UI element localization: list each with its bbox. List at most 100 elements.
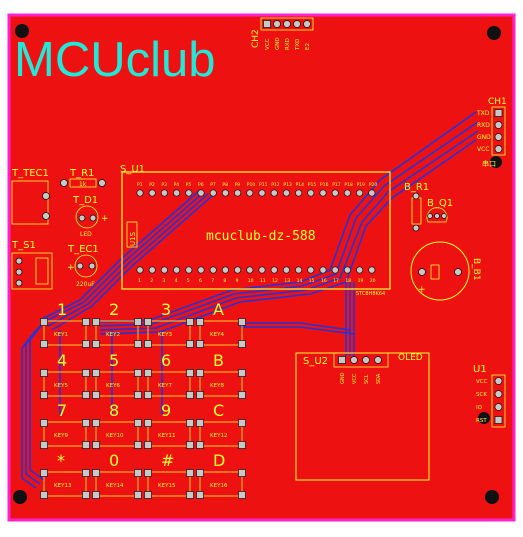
b-b1-center bbox=[430, 264, 440, 280]
oled-pad bbox=[338, 356, 346, 364]
keypad-key-outline bbox=[199, 421, 243, 447]
mcu-pin-label: 8 bbox=[223, 278, 226, 284]
mcu-pin-label: 13 bbox=[284, 278, 290, 284]
keypad-key-pad bbox=[238, 419, 246, 427]
keypad-key-pad bbox=[82, 340, 90, 348]
t-s1-label: T_S1 bbox=[11, 240, 36, 251]
t-s1-pad bbox=[15, 279, 23, 287]
ch2-pad bbox=[293, 20, 301, 28]
keypad-key-pad bbox=[134, 441, 142, 449]
keypad-key-outline bbox=[147, 421, 191, 447]
mcu-pin-label: P11 bbox=[259, 182, 268, 188]
keypad-key-pad bbox=[238, 391, 246, 399]
ch1-connector-pads bbox=[494, 109, 503, 153]
ch2-pad bbox=[303, 20, 311, 28]
mcu-pin-pad bbox=[331, 266, 339, 274]
ch2-pin-label: GND bbox=[275, 37, 281, 50]
mcu-pin-label: 17 bbox=[333, 278, 339, 284]
keypad-key-pad bbox=[186, 369, 194, 377]
keypad-key[interactable]: *KEY13 bbox=[40, 451, 90, 499]
mcu-pin-label: 3 bbox=[162, 278, 165, 284]
mcu-pin-label: 1 bbox=[138, 278, 141, 284]
keypad-key-pad bbox=[144, 469, 152, 477]
ch2-pad bbox=[273, 20, 281, 28]
keypad-key-outline bbox=[199, 471, 243, 497]
keypad-key-char: C bbox=[213, 401, 224, 420]
b-b1-pad bbox=[418, 268, 426, 276]
t-tec1-outline bbox=[11, 180, 49, 225]
ch2-connector-pads bbox=[263, 20, 311, 28]
oled-connector-outline bbox=[333, 352, 389, 368]
u1-pad bbox=[494, 390, 503, 398]
mcu-pin-label: P10 bbox=[247, 182, 256, 188]
t-ec1-label: T_EC1 bbox=[67, 244, 99, 255]
keypad-key-pad bbox=[40, 340, 48, 348]
keypad-key[interactable]: #KEY15 bbox=[144, 451, 194, 499]
keypad-key-pad bbox=[134, 469, 142, 477]
mcu-pin-pad bbox=[221, 266, 229, 274]
mcu-pin-pad bbox=[234, 189, 242, 197]
u1-pin-label: SCK bbox=[476, 392, 487, 398]
mcu-pin-pad bbox=[209, 189, 217, 197]
keypad-key-pad bbox=[134, 491, 142, 499]
mcu-pin-label: P1 bbox=[137, 182, 143, 188]
keypad-key-label: KEY1 bbox=[54, 332, 68, 338]
keypad-key-char: 5 bbox=[109, 351, 119, 370]
t-d1-label: T_D1 bbox=[72, 195, 98, 206]
mcu-pin-pad bbox=[343, 189, 351, 197]
u1-connector-pads bbox=[494, 377, 503, 424]
u1-pad bbox=[494, 403, 503, 411]
keypad-key-pad bbox=[82, 491, 90, 499]
keypad-key-pad bbox=[82, 419, 90, 427]
mcu-pin-label: P7 bbox=[210, 182, 216, 188]
b-b1-label: B_B1 bbox=[471, 258, 481, 281]
mcu-side-label: U1S bbox=[129, 231, 137, 246]
keypad-key-char: 9 bbox=[161, 401, 171, 420]
b-b1-outline bbox=[410, 241, 470, 301]
mcu-pin-label: P17 bbox=[332, 182, 341, 188]
ch1-pad bbox=[494, 109, 503, 117]
keypad-key-pad bbox=[40, 318, 48, 326]
keypad-key-char: 7 bbox=[57, 401, 67, 420]
keypad-key-pad bbox=[144, 318, 152, 326]
t-d1-outline bbox=[75, 205, 99, 229]
mounting-hole-bottom-left bbox=[13, 490, 27, 504]
mcu-pin-pad bbox=[356, 189, 364, 197]
b-b1-pad bbox=[454, 268, 462, 276]
t-ec1-pad bbox=[88, 262, 96, 270]
keypad-key-char: A bbox=[213, 300, 224, 319]
mcu-pin-pad bbox=[136, 189, 144, 197]
keypad-key-pad bbox=[186, 318, 194, 326]
keypad-key-pad bbox=[40, 391, 48, 399]
mcu-pin-pad bbox=[282, 266, 290, 274]
keypad-key-pad bbox=[238, 491, 246, 499]
keypad-key-pad bbox=[82, 369, 90, 377]
keypad-key-label: KEY13 bbox=[54, 483, 72, 489]
ch1-pin-label: VCC bbox=[477, 146, 489, 153]
mounting-hole-top-right bbox=[487, 26, 501, 40]
keypad-key-label: KEY9 bbox=[54, 433, 68, 439]
mcu-pin-pad bbox=[209, 266, 217, 274]
mcu-pin-label: P4 bbox=[174, 182, 180, 188]
mcu-module-inner-box bbox=[126, 221, 138, 248]
mcu-pin-label: 7 bbox=[211, 278, 214, 284]
mcu-pin-label: 11 bbox=[260, 278, 266, 284]
mcu-pin-label: 18 bbox=[345, 278, 351, 284]
